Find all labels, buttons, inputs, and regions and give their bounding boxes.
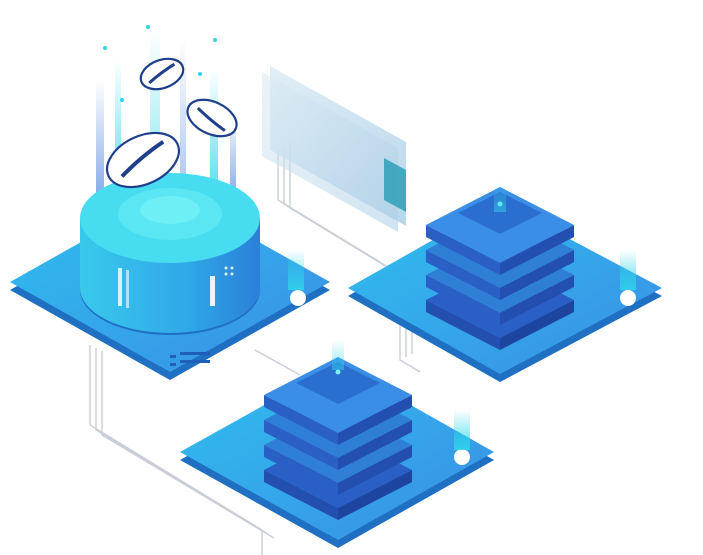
glass-panel-icon: [262, 66, 406, 232]
database-drum-icon: [80, 173, 260, 335]
platform-dot: [620, 290, 636, 306]
platform-dot: [454, 449, 470, 465]
server-stack-icon: [426, 182, 574, 350]
platform-dot: [290, 290, 306, 306]
cowrie-shell-icon: [105, 57, 238, 189]
server-stack-icon: [264, 340, 412, 520]
platform-vent: [170, 352, 210, 366]
